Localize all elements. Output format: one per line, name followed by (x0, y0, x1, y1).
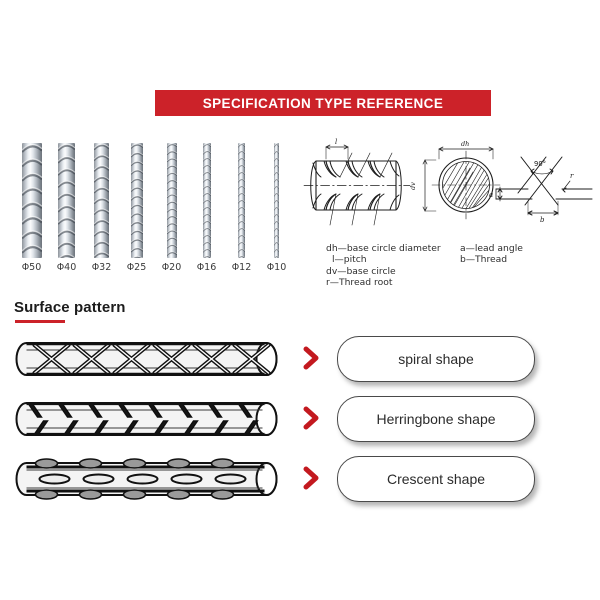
rebar-bar-graphic (130, 143, 143, 258)
rebar-bar-graphic (21, 143, 42, 258)
surface-pattern-row: Crescent shape (0, 453, 600, 505)
pitch-label: l (335, 138, 337, 146)
surface-pattern-row: Herringbone shape (0, 393, 600, 445)
legend-item-r: r—Thread root (326, 277, 393, 289)
r-label: r (570, 172, 574, 180)
a-label: a (489, 191, 493, 199)
rebar-size-item: Φ25 (115, 143, 159, 273)
technical-drawing: l (300, 133, 596, 238)
pattern-label-text: Crescent shape (386, 471, 486, 487)
surface-pattern-heading: Surface pattern (14, 299, 126, 323)
surface-pattern-row: spiral shape (0, 333, 600, 385)
rebar-size-item: Φ10 (255, 143, 299, 273)
title-banner: SPECIFICATION TYPE REFERENCE (155, 90, 491, 116)
rebar-size-label: Φ12 (231, 262, 252, 273)
rebar-size-item: Φ16 (185, 143, 229, 273)
pattern-label-pill[interactable]: Herringbone shape (337, 396, 535, 442)
rebar-size-item: Φ20 (150, 143, 194, 273)
rebar-size-item: Φ40 (45, 143, 89, 273)
legend-item-a: a—lead angle (460, 243, 523, 254)
legend-item-dv: dv—base circle (326, 265, 396, 277)
rebar-size-label: Φ25 (126, 262, 147, 273)
legend-column-right: a—lead angle b—Thread (460, 243, 523, 266)
legend-item-dh: dh—base circle diameter (326, 243, 441, 254)
thread-angle-diagram (495, 156, 593, 216)
rebar-bar-graphic (274, 143, 279, 258)
legend-item-pitch: l—pitch (332, 254, 367, 266)
rebar-size-row: Φ50 Φ40 Φ32 Φ25 Φ20 Φ16 Φ12 Φ10 (14, 143, 294, 273)
rebar-bar-graphic (238, 143, 245, 258)
page-title: SPECIFICATION TYPE REFERENCE (202, 95, 444, 111)
legend-item-b: b—Thread (460, 254, 508, 266)
dv-label: dv (409, 182, 417, 190)
technical-legend: dh—base circle diameter l—pitch dv—base … (326, 243, 596, 291)
rebar-size-label: Φ32 (91, 262, 112, 273)
rebar-size-label: Φ40 (56, 262, 77, 273)
pattern-label-pill[interactable]: Crescent shape (337, 456, 535, 502)
chevron-right-icon (299, 345, 325, 371)
surface-pattern-title: Surface pattern (14, 299, 126, 316)
legend-column-left: dh—base circle diameter l—pitch dv—base … (326, 243, 441, 289)
rebar-size-label: Φ16 (196, 262, 217, 273)
pattern-label-text: spiral shape (398, 351, 474, 367)
rebar-bar-graphic (202, 143, 211, 258)
cross-section-circle (431, 150, 501, 220)
chevron-right-icon (299, 405, 325, 431)
rebar-pattern-illustration (14, 333, 289, 385)
dh-dimension (438, 146, 494, 160)
dh-label: dh (461, 140, 469, 148)
pattern-label-text: Herringbone shape (376, 411, 496, 427)
rebar-bar-graphic (166, 143, 177, 258)
rebar-size-label: Φ50 (21, 262, 42, 273)
rebar-pattern-illustration (14, 453, 289, 505)
rebar-size-label: Φ10 (266, 262, 287, 273)
threaded-bar-side-view (303, 152, 411, 226)
rebar-bar-graphic (58, 143, 75, 258)
dv-dimension (422, 159, 437, 212)
pitch-dimension (325, 144, 349, 160)
angle-90-label: 90° (534, 160, 546, 168)
chevron-right-icon (299, 465, 325, 491)
rebar-size-item: Φ12 (220, 143, 264, 273)
b-label: b (540, 216, 545, 224)
rebar-size-label: Φ20 (161, 262, 182, 273)
rebar-size-item: Φ32 (80, 143, 124, 273)
rebar-pattern-illustration (14, 393, 289, 445)
heading-underline (15, 320, 65, 323)
rebar-size-item: Φ50 (10, 143, 54, 273)
pattern-label-pill[interactable]: spiral shape (337, 336, 535, 382)
rebar-bar-graphic (94, 143, 109, 258)
